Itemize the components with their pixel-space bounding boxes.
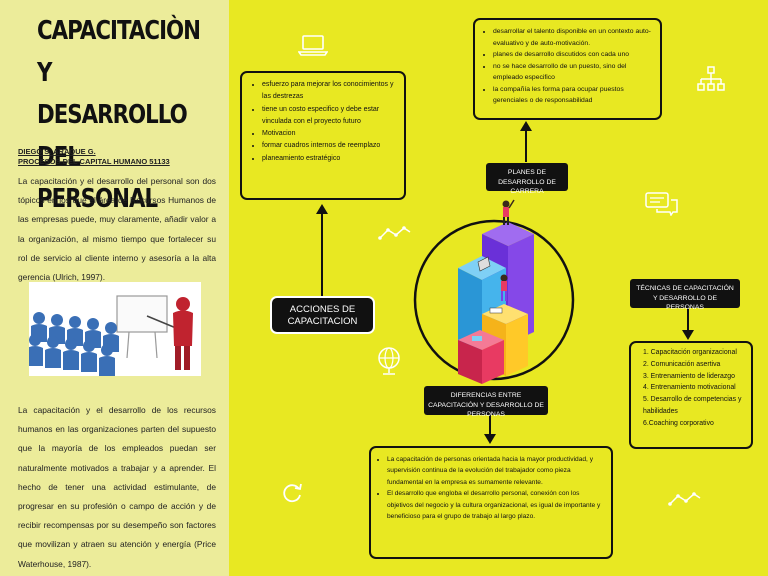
list-item: 1. Capacitación organizacional (643, 349, 737, 356)
author-block: DIEGO S. ARAQUE G. PROCESOS DEL CAPITAL … (18, 147, 170, 167)
tecnicas-label: TÉCNICAS DE CAPACITACIÓN Y DESARROLLO DE… (630, 279, 740, 311)
diferencias-content-box: La capacitación de personas orientada ha… (369, 446, 613, 559)
list-item: desarrollar el talento disponible en un … (493, 26, 656, 49)
list-item: no se hace desarrollo de un puesto, sino… (493, 61, 656, 84)
author-name: DIEGO S. ARAQUE G. (18, 147, 96, 156)
list-item: la compañía les forma para ocupar puesto… (493, 84, 656, 107)
list-item: 2. Comunicación asertiva (643, 360, 721, 368)
list-item: planes de desarrollo discutidos con cada… (493, 49, 656, 61)
list-item: tiene un costo especifico y debe estar v… (262, 104, 400, 129)
globe-icon (378, 347, 400, 375)
list-item: 5. Desarrollo de competencias y habilida… (643, 396, 742, 415)
author-course: PROCESOS DEL CAPITAL HUMANO 51133 (18, 157, 170, 166)
tecnicas-content-box: 1. Capacitación organizacional 2. Comuni… (629, 341, 753, 449)
list-item: esfuerzo para mejorar los conocimientos … (262, 79, 400, 104)
growth-steps-illustration (458, 199, 534, 384)
list-item: 4. Entrenamiento motivacional (643, 384, 736, 392)
list-item: 6.Coaching corporativo (643, 419, 714, 427)
development-paragraph: La capacitación y el desarrollo de los r… (18, 405, 216, 569)
list-item: 3. Entrenamiento de liderazgo (643, 372, 735, 380)
list-item: planeamiento estratégico (262, 153, 400, 165)
list-item: formar cuadros internos de reemplazo (262, 140, 400, 152)
list-item: La capacitación de personas orientada ha… (387, 454, 607, 488)
training-illustration (29, 282, 201, 376)
acciones-content-box: esfuerzo para mejorar los conocimientos … (240, 71, 406, 200)
planes-label: PLANES DE DESARROLLO DE CARRERA (486, 163, 568, 195)
laptop-icon (298, 35, 328, 56)
intro-paragraph: La capacitación y el desarrollo del pers… (18, 176, 216, 283)
chat-icon (645, 192, 678, 216)
list-item: El desarrollo que engloba el desarrollo … (387, 488, 607, 522)
line-graph-icon (668, 492, 701, 506)
acciones-label: ACCIONES DE CAPACITACION (270, 296, 375, 334)
refresh-icon (283, 483, 302, 503)
page-title: CAPACITACIÒN Y DESARROLLO DEL PERSONAL (37, 16, 201, 214)
diferencias-label: DIFERENCIAS ENTRE CAPACITACIÓN Y DESARRO… (424, 386, 548, 418)
org-chart-icon (697, 66, 725, 91)
line-graph-icon (378, 226, 411, 240)
planes-content-box: desarrollar el talento disponible en un … (473, 18, 662, 120)
list-item: Motivacion (262, 128, 400, 140)
